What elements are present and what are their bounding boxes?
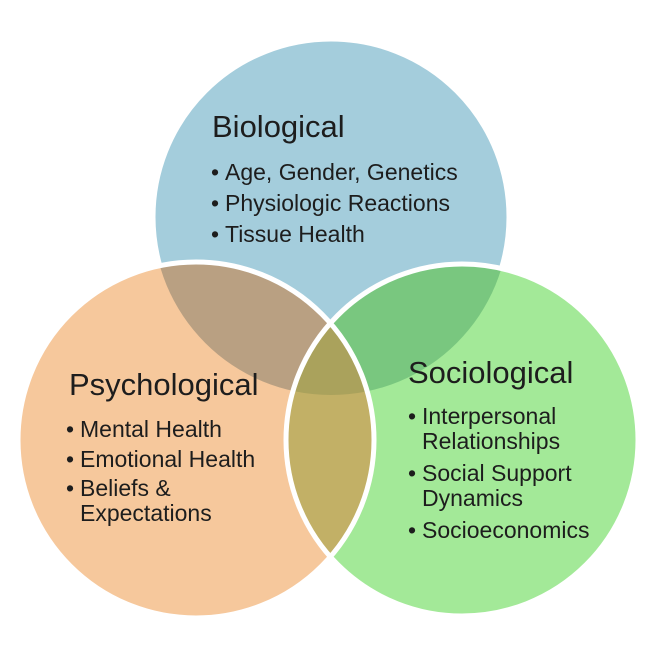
list-item: Social Support Dynamics <box>408 461 611 511</box>
biological-heading: Biological <box>212 109 345 144</box>
overlap-biological-psychological <box>153 262 374 395</box>
list-item: Emotional Health <box>66 446 276 472</box>
list-item: Physiologic Reactions <box>211 188 481 219</box>
biological-list: Age, Gender, Genetics Physiologic Reacti… <box>211 157 481 250</box>
psychological-heading: Psychological <box>69 367 259 402</box>
list-item: Beliefs & Expectations <box>66 476 276 526</box>
psychological-list: Mental Health Emotional Health Beliefs &… <box>66 417 276 531</box>
list-item: Socioeconomics <box>408 518 611 544</box>
sociological-list: Interpersonal Relationships Social Suppo… <box>408 404 611 550</box>
sociological-heading: Sociological <box>408 355 574 390</box>
overlap-biological-sociological <box>286 264 509 395</box>
sociological-circle-outline <box>283 261 641 619</box>
list-item: Age, Gender, Genetics <box>211 157 481 188</box>
psychological-circle-outline <box>15 259 377 621</box>
list-item: Mental Health <box>66 417 276 443</box>
list-item: Interpersonal Relationships <box>408 404 611 454</box>
list-item: Tissue Health <box>211 219 481 250</box>
